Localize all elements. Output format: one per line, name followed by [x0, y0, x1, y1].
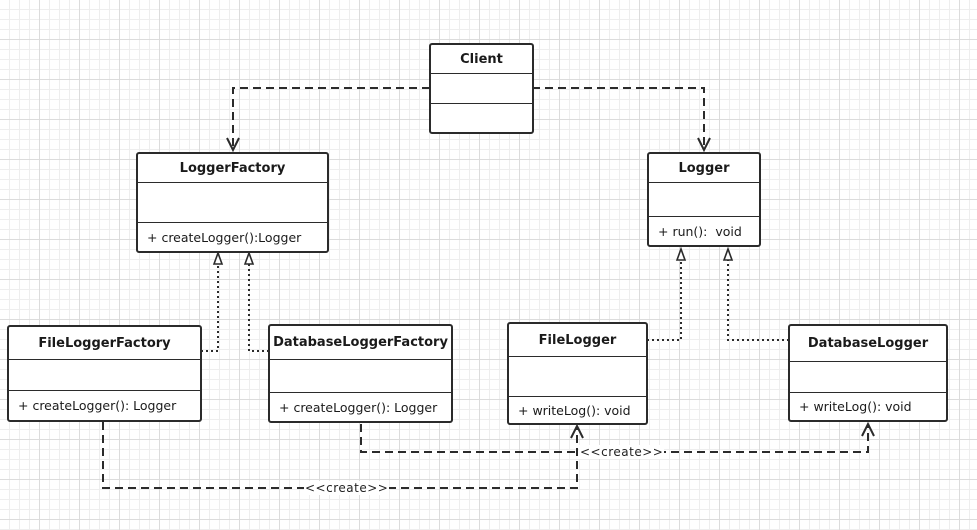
- class-database-logger-factory[interactable]: DatabaseLoggerFactory + createLogger(): …: [268, 324, 453, 423]
- class-database-logger-name: DatabaseLogger: [790, 326, 946, 362]
- class-logger-factory-attributes: [138, 183, 327, 223]
- class-client-name: Client: [431, 45, 532, 74]
- class-file-logger-factory-operations: + createLogger(): Logger: [18, 398, 177, 413]
- class-database-logger-operations: + writeLog(): void: [799, 399, 912, 414]
- class-database-logger[interactable]: DatabaseLogger + writeLog(): void: [788, 324, 948, 422]
- class-database-logger-factory-attributes: [270, 360, 451, 393]
- realization-fileloggerfactory: [201, 264, 219, 352]
- class-client[interactable]: Client: [429, 43, 534, 134]
- arrowhead-logger: [697, 137, 711, 153]
- arrowhead-databaselogger-create: [861, 421, 875, 437]
- dependency-client-logger: [532, 87, 705, 150]
- triangle-fileloggerfactory: [212, 250, 224, 265]
- class-file-logger[interactable]: FileLogger + writeLog(): void: [507, 322, 648, 425]
- class-file-logger-operations: + writeLog(): void: [518, 402, 631, 418]
- class-database-logger-factory-operations: + createLogger(): Logger: [279, 399, 438, 415]
- class-file-logger-factory[interactable]: FileLoggerFactory + createLogger(): Logg…: [7, 325, 202, 422]
- class-file-logger-factory-attributes: [9, 360, 200, 391]
- triangle-filelogger: [675, 246, 687, 261]
- class-logger-operations: + run(): void: [658, 223, 742, 239]
- class-file-logger-factory-name: FileLoggerFactory: [9, 327, 200, 360]
- create-label-database: <<create>>: [579, 445, 665, 459]
- create-fileloggerfactory-filelogger: [102, 422, 578, 489]
- class-logger-factory-name: LoggerFactory: [138, 154, 327, 183]
- class-logger-factory[interactable]: LoggerFactory + createLogger():Logger: [136, 152, 329, 253]
- class-database-logger-factory-name: DatabaseLoggerFactory: [270, 326, 451, 360]
- class-logger-attributes: [649, 183, 759, 217]
- class-file-logger-attributes: [509, 357, 646, 397]
- class-logger[interactable]: Logger + run(): void: [647, 152, 761, 247]
- arrowhead-filelogger-create: [570, 423, 584, 439]
- class-client-operations: [431, 104, 532, 132]
- class-logger-name: Logger: [649, 154, 759, 183]
- triangle-databaseloggerfactory: [243, 250, 255, 265]
- class-database-logger-attributes: [790, 362, 946, 393]
- realization-databaselogger: [727, 260, 789, 341]
- class-client-attributes: [431, 74, 532, 104]
- create-label-file: <<create>>: [304, 481, 390, 495]
- class-logger-factory-operations: + createLogger():Logger: [147, 229, 302, 245]
- realization-databaseloggerfactory: [248, 264, 269, 352]
- triangle-databaselogger: [722, 246, 734, 261]
- realization-filelogger: [647, 260, 682, 341]
- arrowhead-loggerfactory: [226, 137, 240, 153]
- dependency-client-loggerfactory: [232, 87, 430, 150]
- class-file-logger-name: FileLogger: [509, 324, 646, 357]
